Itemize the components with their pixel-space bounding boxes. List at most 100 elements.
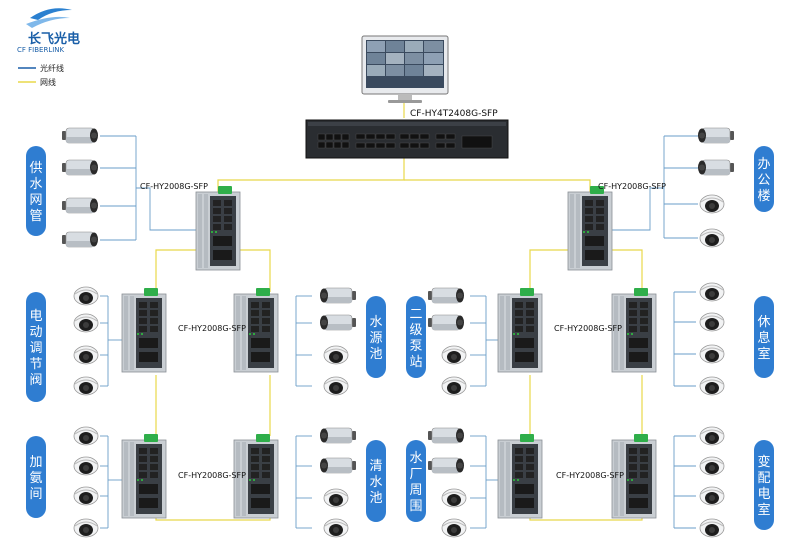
zone-label-char: 楼	[757, 189, 770, 204]
bullet-camera-icon	[61, 231, 99, 248]
zone-label-char: 水	[369, 315, 382, 330]
bullet-camera-icon	[427, 427, 465, 444]
cameras-chlorination	[73, 426, 99, 538]
cameras-office	[697, 127, 735, 248]
dome-camera-icon	[699, 456, 725, 476]
dome-camera-icon	[441, 518, 467, 538]
zone-label-char: 站	[409, 355, 422, 370]
switch-mid-c	[497, 287, 543, 373]
switch-bot-c-model: CF-HY2008G-SFP	[556, 471, 624, 480]
camera-connectors	[100, 135, 698, 529]
zone-label-char: 周	[409, 483, 422, 498]
bullet-camera-icon	[61, 159, 99, 176]
zone-label-char: 池	[369, 347, 382, 362]
dome-camera-icon	[699, 312, 725, 332]
zone-label-char: 氨	[29, 471, 42, 486]
dome-camera-icon	[73, 518, 99, 538]
zone-label-char: 水	[409, 451, 422, 466]
zone-label-char: 厂	[409, 467, 422, 482]
dome-camera-icon	[699, 376, 725, 396]
zone-label-char: 休	[757, 315, 770, 330]
dome-camera-icon	[73, 376, 99, 396]
zone-label-char: 供	[29, 161, 42, 176]
switch-top-right-model: CF-HY2008G-SFP	[598, 182, 666, 191]
fiber-legend-label: 光纤线	[40, 63, 64, 73]
dome-camera-icon	[323, 488, 349, 508]
zone-label-char: 息	[757, 330, 770, 346]
switch-bot-c	[497, 433, 543, 519]
bullet-camera-icon	[319, 287, 357, 304]
cameras-rest-room	[699, 282, 725, 396]
zone-label-char: 清	[369, 459, 382, 474]
monitor-icon	[361, 35, 449, 103]
dome-camera-icon	[73, 486, 99, 506]
bullet-camera-icon	[319, 427, 357, 444]
cameras-pump-station	[427, 287, 467, 396]
zone-label-char: 管	[29, 209, 42, 224]
zone-label-char: 配	[757, 471, 770, 486]
brand-logo: 长飞光电 CF FIBERLINK	[17, 8, 80, 54]
dome-camera-icon	[441, 488, 467, 508]
dome-camera-icon	[441, 345, 467, 365]
dome-camera-icon	[73, 286, 99, 306]
rack-switch-icon	[305, 119, 509, 159]
bullet-camera-icon	[319, 314, 357, 331]
zone-label-chlorination: 加氨间	[26, 436, 46, 518]
zone-label-char: 围	[409, 499, 422, 514]
dome-camera-icon	[699, 228, 725, 248]
dome-camera-icon	[699, 426, 725, 446]
cameras-water-source	[319, 287, 357, 396]
zone-label-char: 节	[29, 357, 42, 372]
bullet-camera-icon	[427, 457, 465, 474]
dome-camera-icon	[323, 518, 349, 538]
bullet-camera-icon	[427, 314, 465, 331]
zone-label-char: 间	[29, 487, 42, 502]
zone-label-char: 水	[29, 177, 42, 192]
bullet-camera-icon	[427, 287, 465, 304]
zone-label-char: 水	[369, 475, 382, 490]
bullet-camera-icon	[61, 127, 99, 144]
zone-label-char: 办	[757, 157, 770, 172]
legend: 光纤线 网线	[18, 63, 64, 87]
brand-name: 长飞光电	[28, 31, 80, 47]
bullet-camera-icon	[61, 197, 99, 214]
dome-camera-icon	[441, 376, 467, 396]
cameras-plant-perimeter	[427, 427, 467, 538]
dome-camera-icon	[323, 376, 349, 396]
cameras-water-supply	[61, 127, 99, 248]
zone-label-char: 室	[757, 346, 770, 362]
zone-label-char: 室	[757, 502, 770, 518]
zone-label-clear-water: 清水池	[366, 440, 386, 522]
network-legend-label: 网线	[40, 77, 56, 87]
switch-mid-a	[121, 287, 167, 373]
switch-bot-a-model: CF-HY2008G-SFP	[178, 471, 246, 480]
switch-top-left	[195, 185, 241, 271]
dome-camera-icon	[699, 194, 725, 214]
zone-label-char: 二	[409, 307, 422, 322]
cameras-clear-water	[319, 427, 357, 538]
zone-label-char: 网	[29, 193, 42, 208]
zone-label-char: 变	[757, 454, 770, 470]
zone-label-char: 调	[29, 341, 42, 356]
switch-top-left-model: CF-HY2008G-SFP	[140, 182, 208, 191]
zone-label-office: 办公楼	[754, 146, 774, 212]
bullet-camera-icon	[697, 159, 735, 176]
dome-camera-icon	[73, 426, 99, 446]
dome-camera-icon	[73, 345, 99, 365]
zone-label-char: 电	[29, 309, 42, 324]
dome-camera-icon	[73, 456, 99, 476]
cameras-valve	[73, 286, 99, 396]
dome-camera-icon	[699, 344, 725, 364]
zone-label-char: 池	[369, 491, 382, 506]
zone-label-char: 阀	[29, 373, 42, 388]
network-lines	[155, 102, 643, 521]
zone-label-char: 电	[757, 487, 770, 502]
zone-label-char: 级	[409, 323, 422, 338]
switch-mid-a-model: CF-HY2008G-SFP	[178, 324, 246, 333]
dome-camera-icon	[73, 313, 99, 333]
